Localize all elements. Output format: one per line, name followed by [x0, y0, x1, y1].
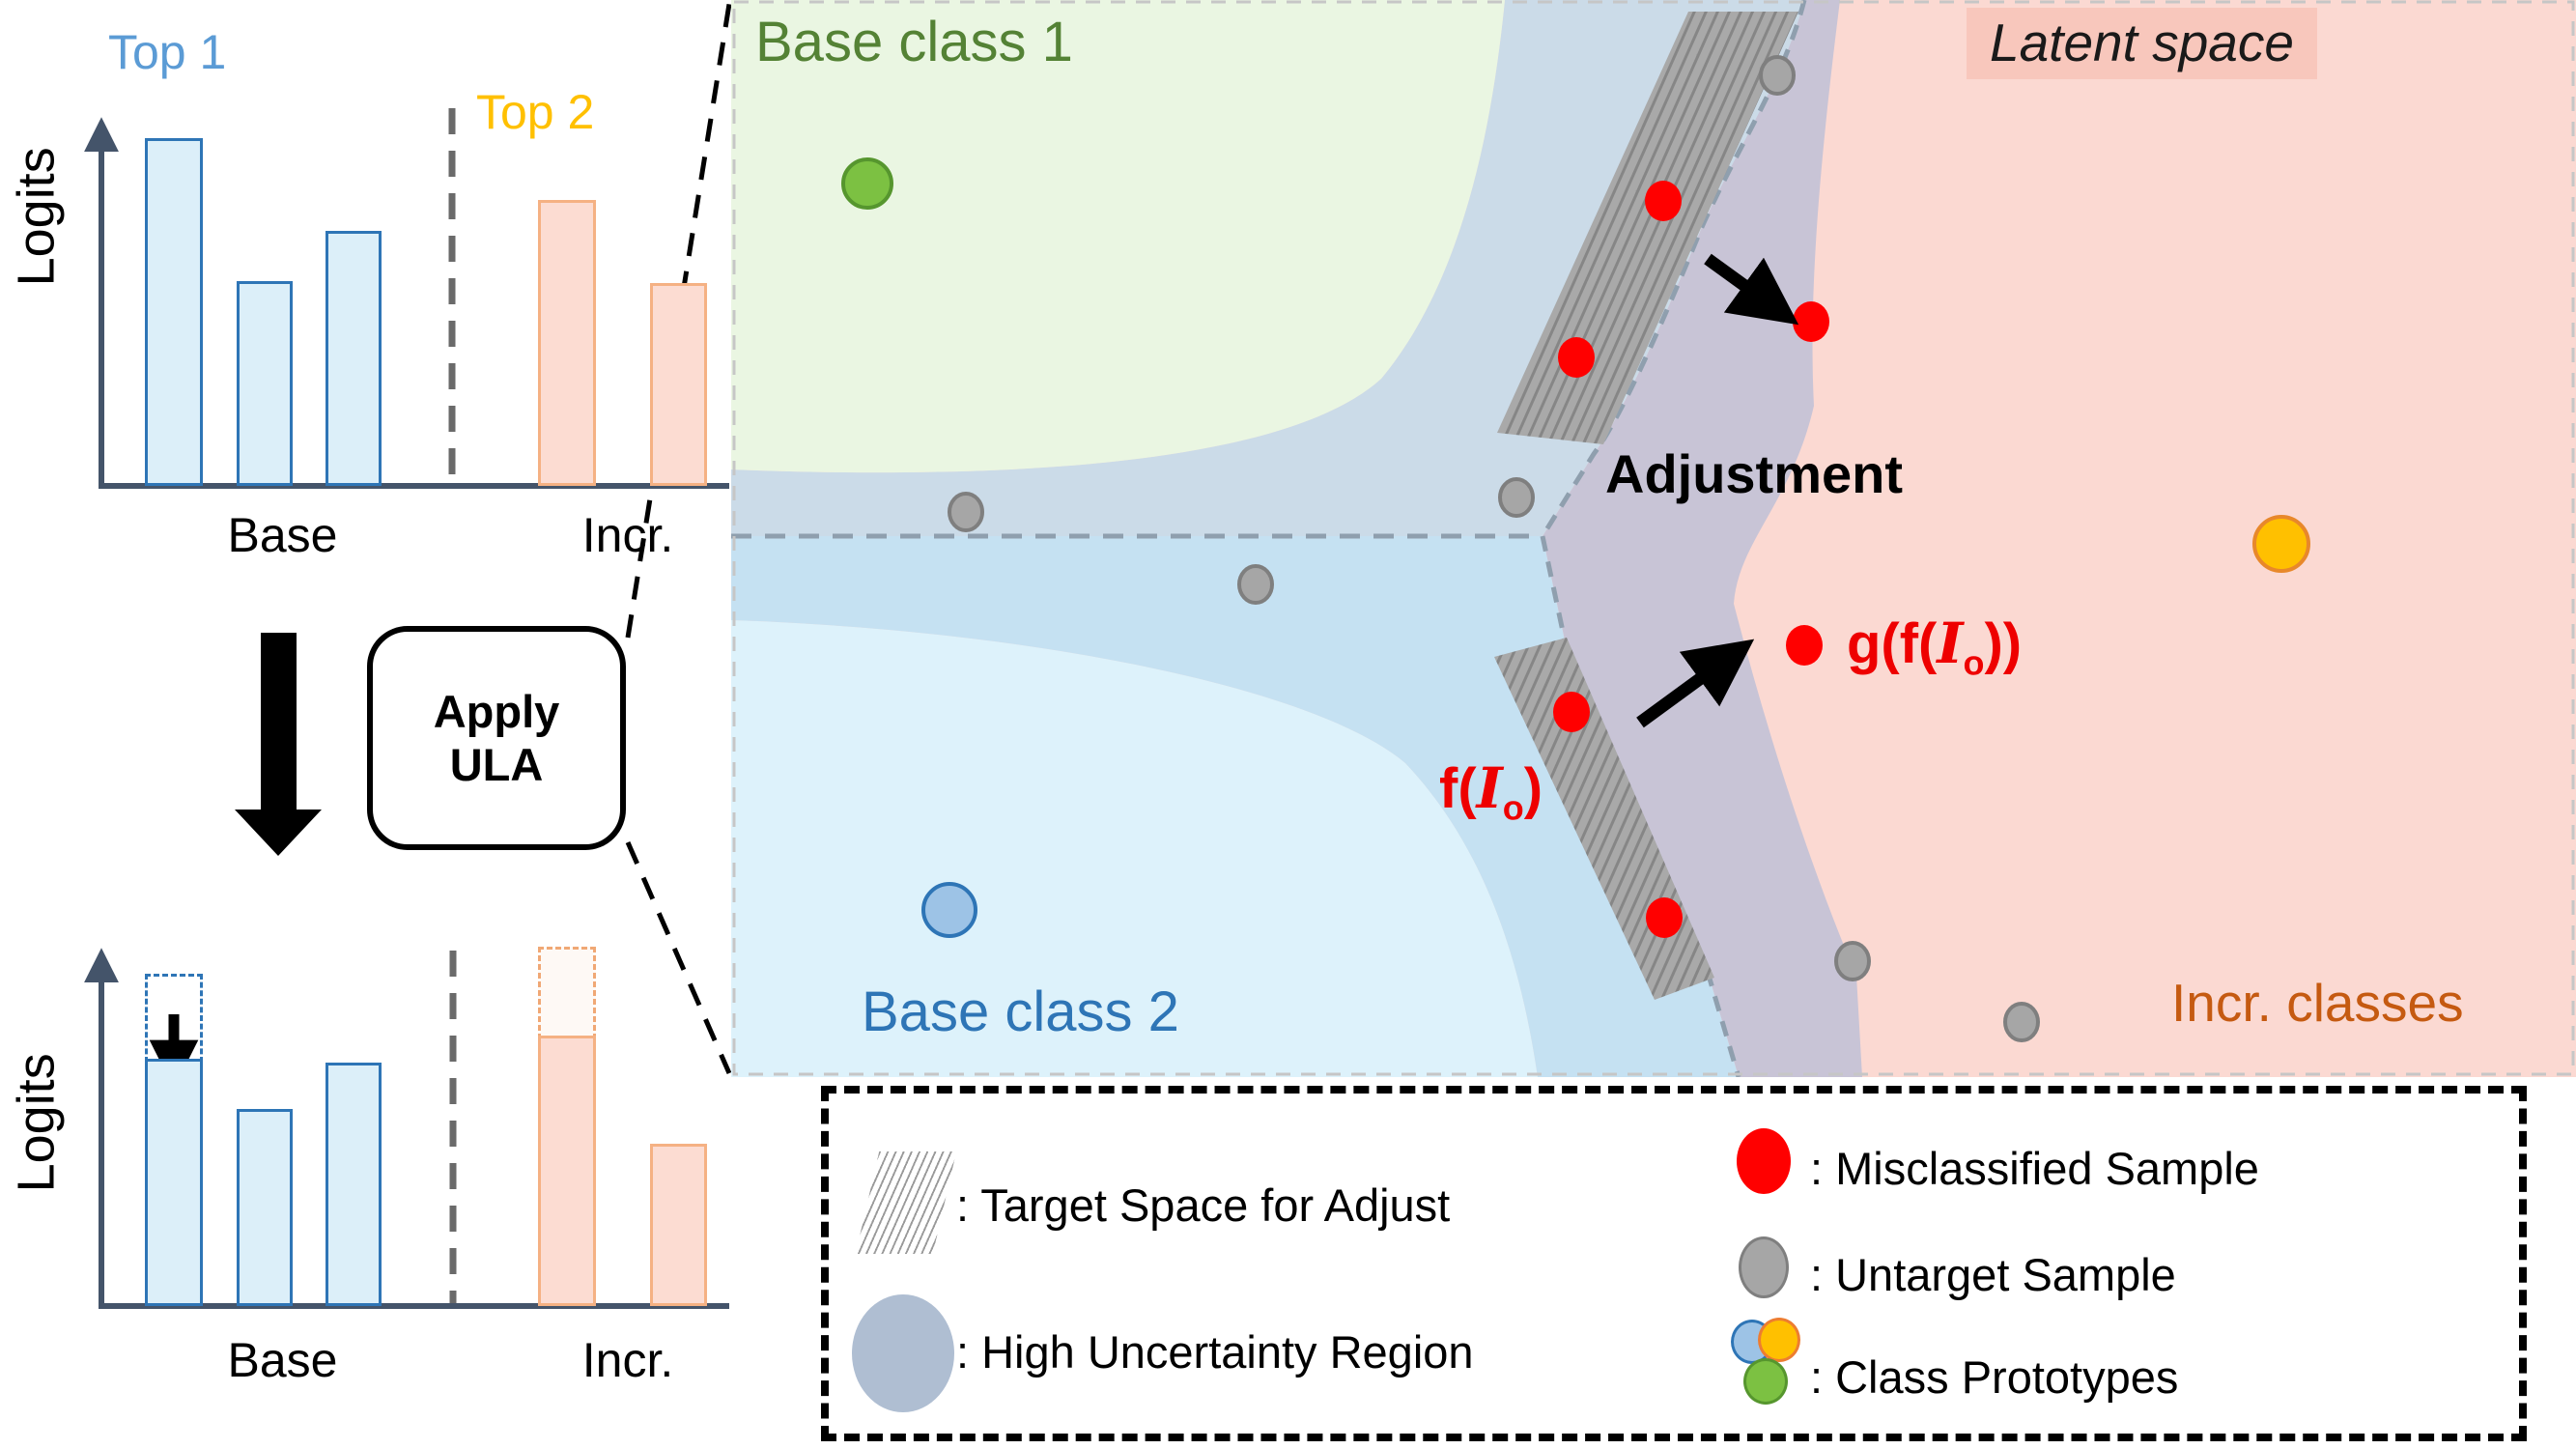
legend-misclassified-label: : Misclassified Sample [1810, 1143, 2259, 1194]
base-class-2-region [731, 620, 1538, 1077]
f-post: ) [1523, 757, 1543, 820]
legend-box: : Target Space for Adjust : High Uncerta… [821, 1086, 2527, 1441]
misclassified-sample-dot-0 [1645, 181, 1682, 221]
g-post: )) [1984, 612, 2023, 675]
top1-label: Top 1 [108, 25, 227, 79]
boundary-base1-incr [1540, 0, 1807, 538]
bar-logits-after-ula-base-1 [145, 1059, 203, 1306]
adjustment-arrow-1 [1636, 639, 1755, 728]
top2-label: Top 2 [476, 85, 595, 139]
prototype-green-icon [1743, 1358, 1788, 1405]
f-pre: f( [1439, 757, 1477, 820]
legend-uncertainty-label: : High Uncertainty Region [956, 1326, 1474, 1378]
uncertainty-region-swatch-icon [852, 1294, 954, 1412]
misclassified-sample-swatch-icon [1737, 1128, 1791, 1194]
zoom-connector-bottom [625, 840, 732, 1075]
bar-logits-before-ula-incr-2 [650, 283, 707, 486]
ghost-bar-logits-after-ula-base-1 [145, 974, 203, 1063]
bar-logits-before-ula-base-3 [326, 231, 382, 486]
ghost-bar-logits-after-ula-incr-1 [538, 947, 596, 1039]
misclassified-sample-dot-4 [1646, 897, 1683, 938]
misclassified-sample-dot-3 [1553, 692, 1590, 732]
class-prototypes-swatch-icon [1731, 1316, 1814, 1420]
prototype-orange-icon [1758, 1318, 1800, 1362]
bar-logits-after-ula-incr-2 [650, 1144, 707, 1306]
class-prototype-base-2 [921, 882, 977, 938]
uncertainty-band-lower [731, 536, 1739, 1077]
apply-ula-label: Apply ULA [433, 686, 560, 790]
bottom-chart-base-label: Base [227, 1333, 338, 1387]
legend-untarget-label: : Untarget Sample [1810, 1249, 2176, 1300]
untarget-sample-swatch-icon [1739, 1236, 1789, 1298]
legend-target-label: : Target Space for Adjust [956, 1179, 1451, 1231]
misclassified-sample-dot-2 [1793, 301, 1829, 342]
class-prototype-base-1 [841, 157, 893, 210]
bar-logits-after-ula-base-3 [326, 1063, 382, 1306]
bar-logits-before-ula-base-2 [237, 281, 293, 486]
bar-logits-before-ula-incr-1 [538, 200, 596, 486]
latent-space-title: Latent space [1967, 8, 2317, 79]
legend-prototypes-label: : Class Prototypes [1810, 1351, 2179, 1403]
top-chart-ylabel: Logits [7, 147, 66, 287]
base-class-1-region [731, 0, 1505, 473]
latent-space-panel [731, 0, 2576, 1077]
top-chart-incr-label: Incr. [581, 508, 674, 562]
g-var: I [1937, 611, 1964, 676]
untarget-sample-dot-0 [1759, 55, 1796, 96]
untarget-sample-dot-3 [1498, 477, 1535, 518]
f-io-label: f(Io) [1439, 759, 1543, 826]
untarget-sample-dot-2 [1237, 564, 1274, 605]
bottom-chart-incr-label: Incr. [581, 1333, 674, 1387]
misclassified-sample-dot-1 [1558, 337, 1595, 378]
g-f-io-label: g(f(Io)) [1847, 614, 2022, 681]
g-pre: g(f( [1847, 612, 1938, 675]
untarget-sample-dot-1 [948, 492, 984, 532]
bottom-chart-ylabel: Logits [7, 1053, 66, 1193]
base-class-2-label: Base class 2 [862, 980, 1179, 1043]
bar-logits-before-ula-base-1 [145, 138, 203, 486]
latent-panel-border [732, 0, 2575, 1076]
target-space-swatch-icon [855, 1151, 957, 1254]
bar-logits-after-ula-base-2 [237, 1109, 293, 1306]
adjustment-arrow-0 [1704, 253, 1799, 326]
adjustment-label: Adjustment [1605, 443, 1903, 504]
apply-ula-box: Apply ULA [367, 626, 626, 850]
f-sub: o [1502, 787, 1524, 828]
incr-classes-label: Incr. classes [2171, 973, 2464, 1033]
target-space-upper [1497, 12, 1798, 444]
f-var: I [1476, 755, 1503, 821]
base-class-1-label: Base class 1 [755, 11, 1073, 73]
g-sub: o [1963, 642, 1985, 683]
top-chart-base-label: Base [227, 508, 338, 562]
class-prototype-incr [2252, 515, 2310, 573]
bar-logits-after-ula-incr-1 [538, 1036, 596, 1306]
untarget-sample-dot-5 [2003, 1002, 2040, 1042]
misclassified-sample-dot-5 [1786, 625, 1823, 666]
apply-ula-arrow [235, 633, 322, 856]
untarget-sample-dot-4 [1834, 941, 1871, 981]
